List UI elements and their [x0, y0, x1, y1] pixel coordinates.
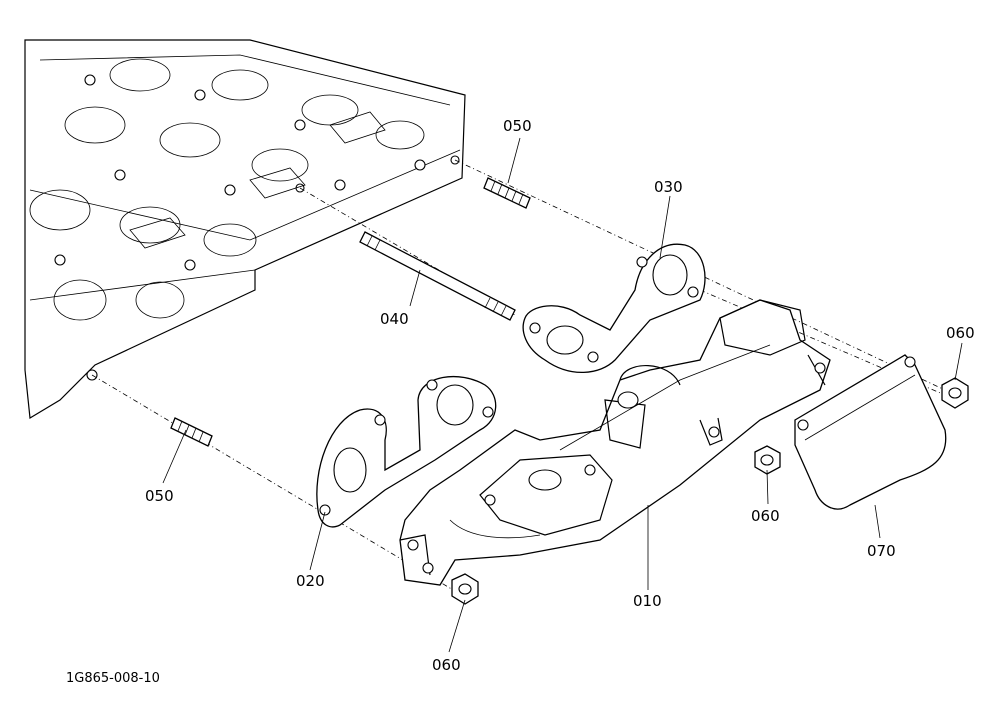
- gasket-030: [522, 243, 706, 374]
- label-030: 030: [654, 178, 683, 196]
- stud-bottom: [170, 417, 213, 447]
- label-060-bottom: 060: [432, 656, 461, 674]
- label-040: 040: [380, 310, 409, 328]
- nut-bottom: [451, 573, 479, 605]
- heat-shield: [794, 354, 947, 510]
- exhaust-manifold: [399, 299, 831, 586]
- diagram-code: 1G865-008-10: [66, 671, 160, 686]
- nut-middle: [754, 445, 781, 475]
- label-060-right: 060: [946, 324, 975, 342]
- leader-lines: [162, 137, 963, 653]
- label-020: 020: [296, 572, 325, 590]
- label-070: 070: [867, 542, 896, 560]
- label-050-bottom: 050: [145, 487, 174, 505]
- stud-top: [483, 177, 531, 209]
- gasket-020: [316, 375, 497, 528]
- label-050-top: 050: [503, 117, 532, 135]
- long-stud: [359, 231, 516, 321]
- label-010: 010: [633, 592, 662, 610]
- nut-right: [941, 377, 969, 409]
- label-060-middle: 060: [751, 507, 780, 525]
- cylinder-head: [24, 39, 466, 419]
